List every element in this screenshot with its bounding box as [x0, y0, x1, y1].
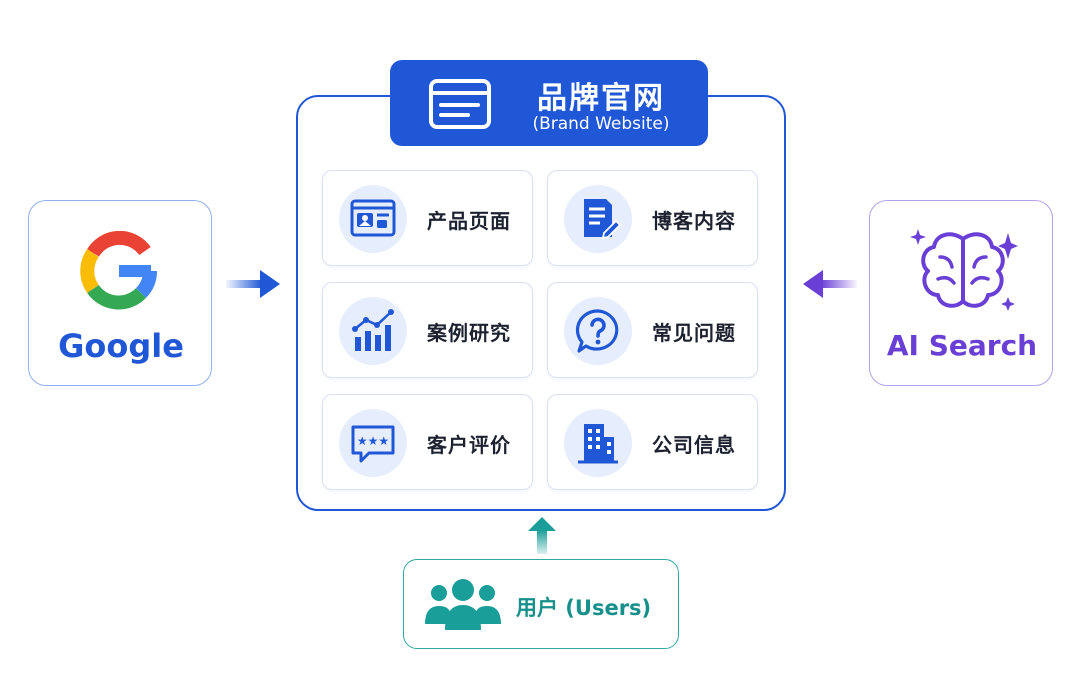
- tile-case-study[interactable]: 案例研究: [322, 282, 533, 378]
- tile-label: 案例研究: [427, 321, 511, 345]
- blog-document-icon: [584, 199, 622, 240]
- svg-text:★★★: ★★★: [357, 434, 389, 448]
- tile-faq[interactable]: 常见问题: [547, 282, 758, 378]
- brand-website-title: 品牌官网: [537, 81, 665, 116]
- users-label: 用户 (Users): [516, 596, 652, 620]
- browser-window-icon: [429, 79, 491, 129]
- ai-brain-icon: [910, 229, 1018, 311]
- ai-search-source-card[interactable]: AI Search: [869, 200, 1053, 386]
- arrow-google-to-website: [226, 268, 282, 300]
- arrow-ai-search-to-website: [801, 268, 857, 300]
- tile-label: 博客内容: [652, 209, 736, 233]
- google-label: Google: [58, 327, 184, 365]
- company-building-icon: [578, 424, 618, 464]
- case-study-chart-icon: [352, 309, 394, 351]
- google-source-card[interactable]: Google: [28, 200, 212, 386]
- product-page-icon: [350, 199, 396, 237]
- tile-company-info[interactable]: 公司信息: [547, 394, 758, 490]
- tile-label: 常见问题: [652, 321, 736, 345]
- review-stars-icon: ★★★: [351, 425, 395, 463]
- ai-search-label: AI Search: [886, 329, 1038, 362]
- tile-customer-reviews[interactable]: ★★★ 客户评价: [322, 394, 533, 490]
- tile-product-page[interactable]: 产品页面: [322, 170, 533, 266]
- users-group-icon: [425, 579, 501, 630]
- faq-question-icon: [575, 309, 619, 353]
- arrow-users-to-website: [527, 517, 557, 555]
- tile-label: 产品页面: [427, 209, 511, 233]
- brand-website-subtitle: (Brand Website): [532, 114, 670, 134]
- users-card[interactable]: 用户 (Users): [403, 559, 679, 649]
- brand-website-header: 品牌官网 (Brand Website): [390, 60, 708, 146]
- tile-label: 公司信息: [652, 433, 736, 457]
- google-logo-icon: [80, 231, 158, 310]
- tile-label: 客户评价: [427, 433, 511, 457]
- tile-blog-content[interactable]: 博客内容: [547, 170, 758, 266]
